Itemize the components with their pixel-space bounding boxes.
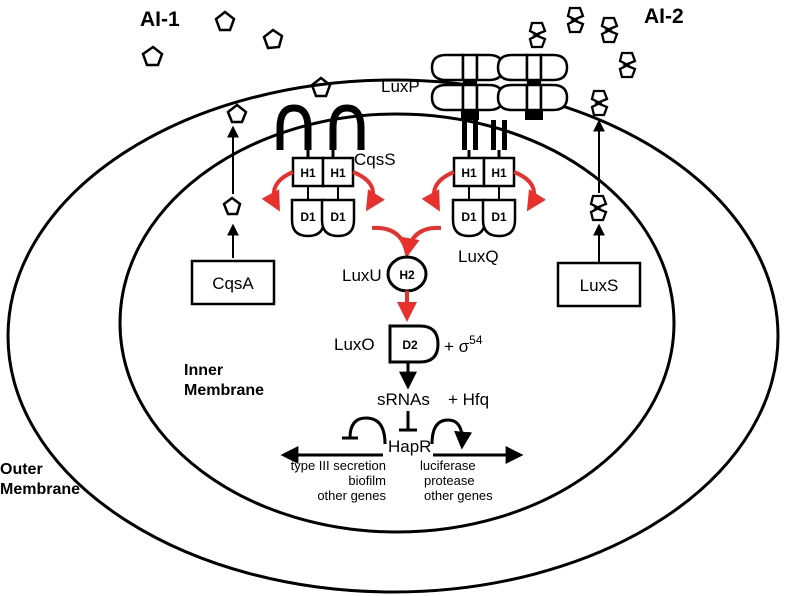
ai2-icon: [590, 89, 609, 117]
inner-membrane-label-1: Inner: [184, 362, 223, 379]
luxo-d2-domain: [388, 324, 440, 364]
cqsa-label: CqsA: [212, 274, 254, 293]
inner-membrane-label-2: Membrane: [184, 382, 264, 399]
cqss-to-luxu-arrow: [371, 225, 409, 255]
gene-right-2: protease: [424, 473, 475, 488]
luxq-to-luxu-arrow: [399, 225, 442, 258]
luxq-phospho-arrow-right: [513, 170, 546, 212]
luxu-label: LuxU: [342, 266, 382, 285]
inner-membrane: [118, 112, 676, 534]
ai1-pentagon-icon: [222, 196, 242, 216]
outer-membrane: [6, 78, 780, 594]
luxp-linkers: [461, 80, 543, 150]
ai2-icon: [528, 21, 547, 49]
hfq-label: + Hfq: [448, 390, 489, 409]
luxs-label: LuxS: [580, 276, 619, 295]
srnas-label: sRNAs: [377, 390, 430, 409]
sigma-label: + σ54: [444, 333, 483, 356]
ai2-icon: [618, 51, 637, 79]
ai1-pentagon-icon: [262, 28, 284, 50]
cqss-h1-left: H1: [300, 166, 316, 180]
luxq-phospho-arrow-left: [421, 170, 455, 212]
cqss-phospho-arrow-right: [352, 170, 385, 212]
ai1-pentagon-icon: [310, 76, 332, 98]
outer-membrane-label-2: Membrane: [0, 481, 80, 498]
outer-membrane-label-1: Outer: [0, 461, 43, 478]
gene-left-3: other genes: [317, 488, 386, 503]
cqsa-box: [190, 259, 276, 306]
ai2-label: AI-2: [644, 5, 684, 28]
gene-right-3: other genes: [424, 488, 493, 503]
luxq-receptor: [451, 150, 517, 238]
cqss-d1-right: D1: [330, 210, 346, 224]
luxq-d1-left: D1: [461, 210, 477, 224]
ai2-icon: [589, 194, 608, 222]
luxp-receptor: [430, 53, 569, 112]
ai1-pentagon-icon: [141, 45, 164, 67]
ai2-molecules: [528, 6, 637, 222]
hapr-label: HapR: [388, 437, 431, 456]
gene-right-1: luciferase: [420, 458, 476, 473]
luxq-h1-right: H1: [491, 166, 507, 180]
luxo-label: LuxO: [334, 335, 375, 354]
gene-left-1: type III secretion: [291, 458, 386, 473]
cqss-h1-right: H1: [330, 166, 346, 180]
gene-left-2: biofilm: [348, 473, 386, 488]
cqss-phospho-arrow-left: [261, 170, 294, 212]
d2-label: D2: [402, 338, 418, 352]
luxp-label: LuxP: [381, 77, 420, 96]
hapr-activate-loop: [430, 418, 473, 450]
ai1-pentagon-icon: [214, 10, 236, 32]
cqss-label: CqsS: [354, 150, 396, 169]
ai1-molecules: [141, 10, 332, 216]
ai1-label: AI-1: [140, 8, 180, 31]
luxs-box: [556, 261, 642, 308]
luxq-label: LuxQ: [458, 247, 499, 266]
ai2-icon: [566, 6, 585, 34]
ai1-pentagon-icon: [226, 103, 248, 124]
h2-label: H2: [399, 268, 415, 282]
hapr-repress-loop: [348, 416, 387, 445]
luxq-d1-right: D1: [491, 210, 507, 224]
ai2-icon: [600, 16, 619, 44]
cqss-d1-left: D1: [300, 210, 316, 224]
luxq-h1-left: H1: [461, 166, 477, 180]
